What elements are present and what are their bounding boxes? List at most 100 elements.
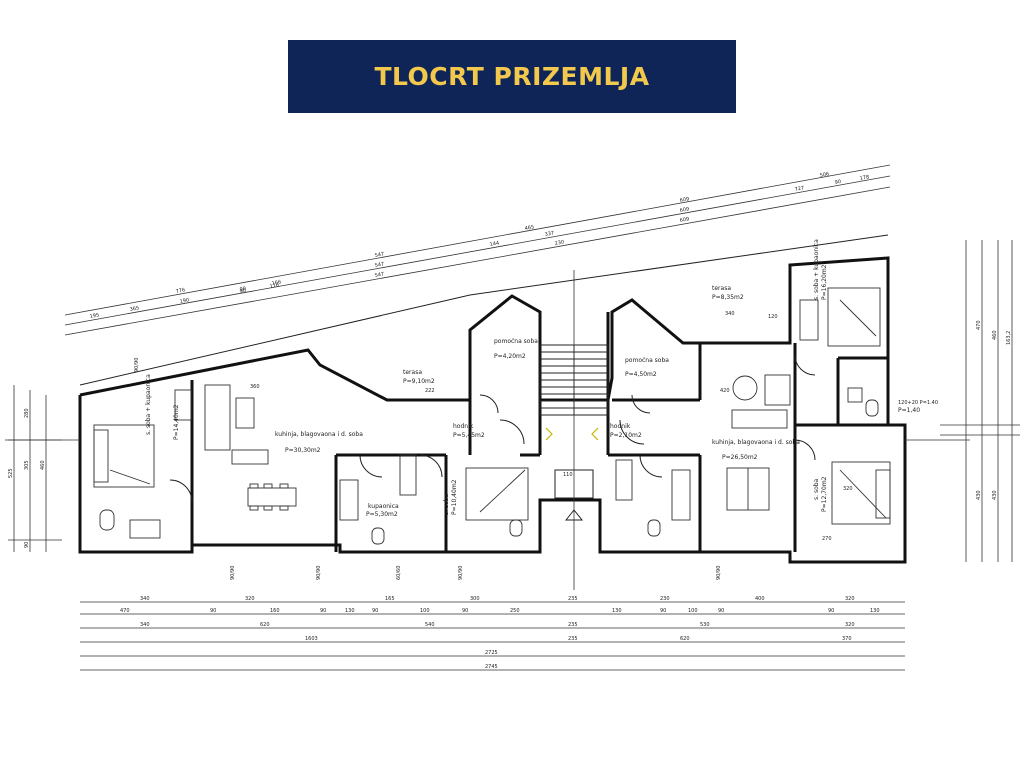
dimension-label: 400 — [755, 596, 765, 602]
dimension-label: 300 — [470, 596, 480, 602]
window-label: 90/90 — [716, 566, 722, 580]
dimension-label: 222 — [425, 388, 435, 394]
window-label: 90/90 — [316, 566, 322, 580]
room-area: P=1,40 — [898, 407, 920, 414]
room-area: P=26,50m2 — [722, 454, 758, 461]
dimension-label: 430 — [992, 490, 998, 500]
dimension-label: 530 — [700, 622, 710, 628]
dimension-label: 195 — [89, 312, 99, 320]
dimension-label: 190 — [179, 297, 189, 305]
dimension-label: 90 — [239, 286, 246, 293]
dimension-label: 110 — [563, 472, 573, 478]
room-area: P=5,30m2 — [366, 511, 398, 518]
dimension-label: 460 — [40, 460, 46, 470]
room-area: P=8,35m2 — [712, 294, 744, 301]
page-title: TLOCRT PRIZEMLJA — [374, 62, 650, 91]
room-area: P=9,10m2 — [403, 378, 435, 385]
room-area: P=12,70m2 — [821, 476, 828, 512]
dimension-label: 250 — [510, 608, 520, 614]
dimension-label: 320 — [845, 596, 855, 602]
dimension-label: 620 — [260, 622, 270, 628]
dimension-label: 609 — [679, 206, 689, 214]
doors — [169, 354, 816, 503]
dimension-label: 470 — [976, 320, 982, 330]
dimension-label: 430 — [976, 490, 982, 500]
room-name: kuhinja, blagovaona i d. soba — [275, 431, 363, 438]
window-label: 90/90 — [230, 566, 236, 580]
room-name: pomoćna soba — [625, 357, 669, 364]
dimension-label: 525 — [8, 468, 14, 478]
dimension-label: 280 — [24, 408, 30, 418]
dimension-label: 2725 — [485, 650, 498, 656]
furniture — [93, 287, 891, 545]
dimension-label: 609 — [679, 216, 689, 224]
dimension-label: 320 — [843, 486, 853, 492]
dimension-label: 360 — [250, 384, 260, 390]
dimension-label: 547 — [374, 271, 384, 279]
dimension-label: 776 — [175, 287, 185, 295]
dimension-label: 365 — [129, 305, 139, 313]
window-labels: 90/90 90/90 90/90 60/60 90/90 90/90 120+… — [134, 358, 938, 580]
dimension-label: 235 — [568, 622, 578, 628]
dimension-label: 90 — [660, 608, 666, 614]
room-area: P=14,40m2 — [173, 404, 180, 440]
room-name: s. soba + kupaonica — [145, 374, 152, 435]
dimension-label: 90 — [239, 288, 246, 295]
window-label: 90/90 — [134, 358, 140, 372]
dimension-label: 727 — [794, 185, 804, 193]
interior-dimensions: 360 222 420 340 120 320 270 110 — [250, 311, 853, 542]
dimension-label: 90 — [372, 608, 378, 614]
dimension-label: 340 — [725, 311, 735, 317]
dimension-label: 230 — [554, 239, 564, 247]
diagonal-dimensions: 776 547 465 609 506 195 365 90 166 547 1… — [64, 164, 891, 336]
dimension-label: 116 — [269, 282, 279, 290]
dimension-label: 320 — [245, 596, 255, 602]
dimension-label: 165 — [385, 596, 395, 602]
dimension-label: 540 — [425, 622, 435, 628]
interior-walls — [190, 312, 905, 552]
axis-lines — [5, 270, 970, 590]
dimension-label: 90 — [462, 608, 468, 614]
room-area: P=2,10m2 — [610, 432, 642, 439]
room-area: P=4,50m2 — [625, 371, 657, 378]
dimension-label: 370 — [842, 636, 852, 642]
room-name: terasa — [712, 285, 731, 292]
dimension-label: 2745 — [485, 664, 498, 670]
dimension-label: 90 — [828, 608, 834, 614]
dimension-label: 470 — [120, 608, 130, 614]
room-name: pomoćna soba — [494, 338, 538, 345]
dimension-label: 609 — [679, 196, 689, 204]
room-name: kupaonica — [368, 503, 399, 510]
dimension-label: 465 — [524, 224, 534, 232]
room-name: hodnik — [453, 423, 474, 430]
right-dimensions: 470 460 163,2 430 430 — [940, 240, 1020, 562]
dimension-label: 163,2 — [1006, 331, 1012, 345]
dimension-label: 90 — [24, 542, 30, 548]
window-label: 90/90 — [458, 566, 464, 580]
dimension-label: 120 — [768, 314, 778, 320]
window-label: 60/60 — [396, 566, 402, 580]
dimension-label: 130 — [612, 608, 622, 614]
dimension-label: 230 — [660, 596, 670, 602]
room-area: P=16,20m2 — [821, 264, 828, 300]
dimension-label: 305 — [24, 460, 30, 470]
dimension-label: 506 — [819, 171, 829, 179]
dimension-label: 100 — [420, 608, 430, 614]
dimension-label: 90 — [320, 608, 326, 614]
room-area: P=30,30m2 — [285, 447, 321, 454]
dimension-label: 144 — [489, 240, 499, 248]
dimension-label: 235 — [568, 636, 578, 642]
dimension-label: 100 — [688, 608, 698, 614]
dimension-label: 90 — [718, 608, 724, 614]
dimension-label: 460 — [992, 330, 998, 340]
dimension-label: 620 — [680, 636, 690, 642]
room-name: hodnik — [610, 423, 631, 430]
outer-walls — [78, 234, 907, 564]
title-banner: TLOCRT PRIZEMLJA — [288, 40, 736, 113]
room-name: s. soba — [443, 493, 450, 515]
dimension-label: 130 — [870, 608, 880, 614]
bottom-dimensions: 340 320 165 300 235 230 400 320 470 90 1… — [80, 596, 905, 671]
room-area: P=10,40m2 — [451, 479, 458, 515]
dimension-label: 340 — [140, 596, 150, 602]
